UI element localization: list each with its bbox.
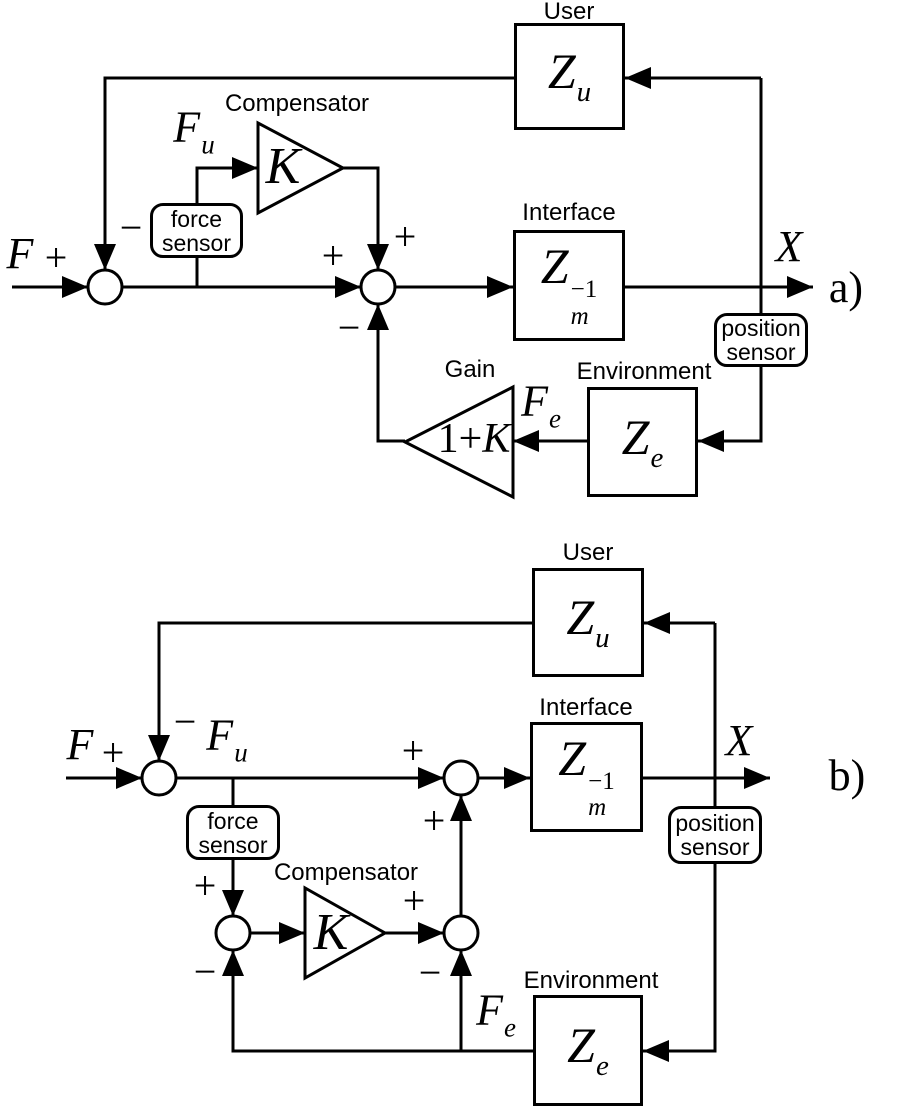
user-symbol-sub-a: u: [576, 76, 592, 108]
sign-sum2-bottom-minus-a: −: [337, 305, 361, 350]
user-symbol-sub-b: u: [595, 622, 610, 654]
sign-sum3-top-plus-b: +: [193, 863, 217, 908]
sum-junction-b4: [442, 914, 480, 952]
sum-junction-a2: [359, 268, 397, 306]
sum-junction-b3: [214, 914, 252, 952]
force-sensor-line2-b: sensor: [198, 831, 268, 858]
sign-sum2-left-plus-a: +: [321, 233, 345, 278]
wire-a-force-sensor-to-compensator: [195, 157, 258, 203]
sign-sum4-left-plus-b: +: [402, 878, 426, 923]
interface-symbol-sup-b: −1: [588, 767, 615, 795]
sum-junction-b1: [140, 759, 178, 797]
sign-sum1-minus-a: −: [119, 205, 143, 250]
force-sensor-line2-a: sensor: [161, 229, 232, 256]
user-block-a: Zu: [514, 23, 625, 130]
compensator-title-b: Compensator: [273, 859, 419, 886]
position-sensor-a: position sensor: [714, 313, 808, 367]
position-sensor-line2-a: sensor: [726, 339, 796, 365]
position-sensor-line1-a: position: [721, 315, 801, 341]
sign-sum1-minus-b: −: [173, 699, 197, 744]
position-sensor-line1-b: position: [675, 810, 755, 836]
gain-title-a: Gain: [444, 356, 496, 383]
wire-b-fe-to-sum3: [222, 950, 533, 1053]
environment-symbol-a: Z: [621, 408, 650, 465]
signal-fe-a: Fe: [521, 376, 561, 434]
compensator-gain-b: K: [313, 904, 349, 961]
signal-fu-b: Fu: [206, 710, 248, 768]
wire-b-user-feedback: [148, 621, 532, 761]
interface-symbol-sub-b: m: [588, 794, 607, 821]
wire-a-gain-to-sum2: [367, 304, 405, 443]
signal-output-b: X: [725, 716, 753, 765]
sum-junction-b2: [442, 759, 480, 797]
gain-value-a: 1+K: [437, 416, 511, 462]
gain-triangle-a: [401, 384, 515, 500]
wire-a-user-feedback: [94, 76, 514, 270]
environment-block-title-a: Environment: [576, 358, 712, 385]
interface-symbol-sup-a: −1: [570, 276, 598, 304]
force-sensor-a: force sensor: [150, 203, 243, 258]
interface-block-title-a: Interface: [522, 199, 616, 226]
diagram-tag-a: a): [828, 263, 864, 312]
sign-sum2-left-plus-b: +: [401, 728, 425, 773]
environment-symbol-sub-a: e: [650, 441, 664, 474]
user-symbol-a: Z: [547, 43, 576, 99]
wire-a-position-to-environment: [698, 78, 763, 452]
sum-junction-a1: [86, 268, 124, 306]
wire-b-position-to-environment: [643, 623, 717, 1062]
signal-fu-a: Fu: [173, 102, 215, 160]
environment-block-a: Ze: [587, 387, 698, 497]
sign-input-plus-b: +: [101, 730, 125, 775]
environment-block-b: Ze: [533, 995, 643, 1106]
signal-fe-b: Fe: [476, 985, 516, 1043]
sign-sum2-bottom-plus-b: +: [422, 798, 446, 843]
force-sensor-b: force sensor: [186, 805, 280, 860]
sign-sum4-bottom-minus-b: −: [418, 950, 442, 995]
force-sensor-line1-a: force: [170, 205, 223, 232]
interface-block-title-b: Interface: [539, 694, 633, 721]
diagram-tag-b: b): [828, 751, 866, 800]
sign-input-plus-a: +: [44, 235, 68, 280]
force-sensor-line1-b: force: [207, 807, 259, 834]
signal-input-b: F: [66, 720, 94, 769]
sign-sum2-top-plus-a: +: [393, 214, 417, 259]
signal-output-a: X: [775, 222, 803, 271]
signal-input-a: F: [6, 229, 34, 278]
environment-symbol-sub-b: e: [595, 1050, 609, 1082]
compensator-triangle-a: [256, 120, 347, 216]
compensator-triangle-b: [303, 885, 389, 981]
wire-a-compensator-to-sum2: [343, 166, 389, 270]
position-sensor-b: position sensor: [668, 806, 762, 864]
user-block-title-b: User: [562, 539, 614, 566]
sign-sum3-bottom-minus-b: −: [193, 949, 217, 994]
environment-symbol-b: Z: [567, 1017, 595, 1073]
compensator-title-a: Compensator: [224, 90, 370, 117]
compensator-gain-a: K: [265, 138, 301, 195]
position-sensor-line2-b: sensor: [680, 834, 750, 860]
user-block-b: Zu: [532, 568, 644, 677]
user-block-title-a: User: [543, 0, 595, 25]
interface-symbol-a: Z: [540, 238, 569, 295]
interface-symbol-sub-a: m: [570, 302, 589, 330]
user-symbol-b: Z: [566, 589, 595, 645]
environment-block-title-b: Environment: [523, 967, 659, 994]
interface-symbol-b: Z: [558, 729, 587, 786]
